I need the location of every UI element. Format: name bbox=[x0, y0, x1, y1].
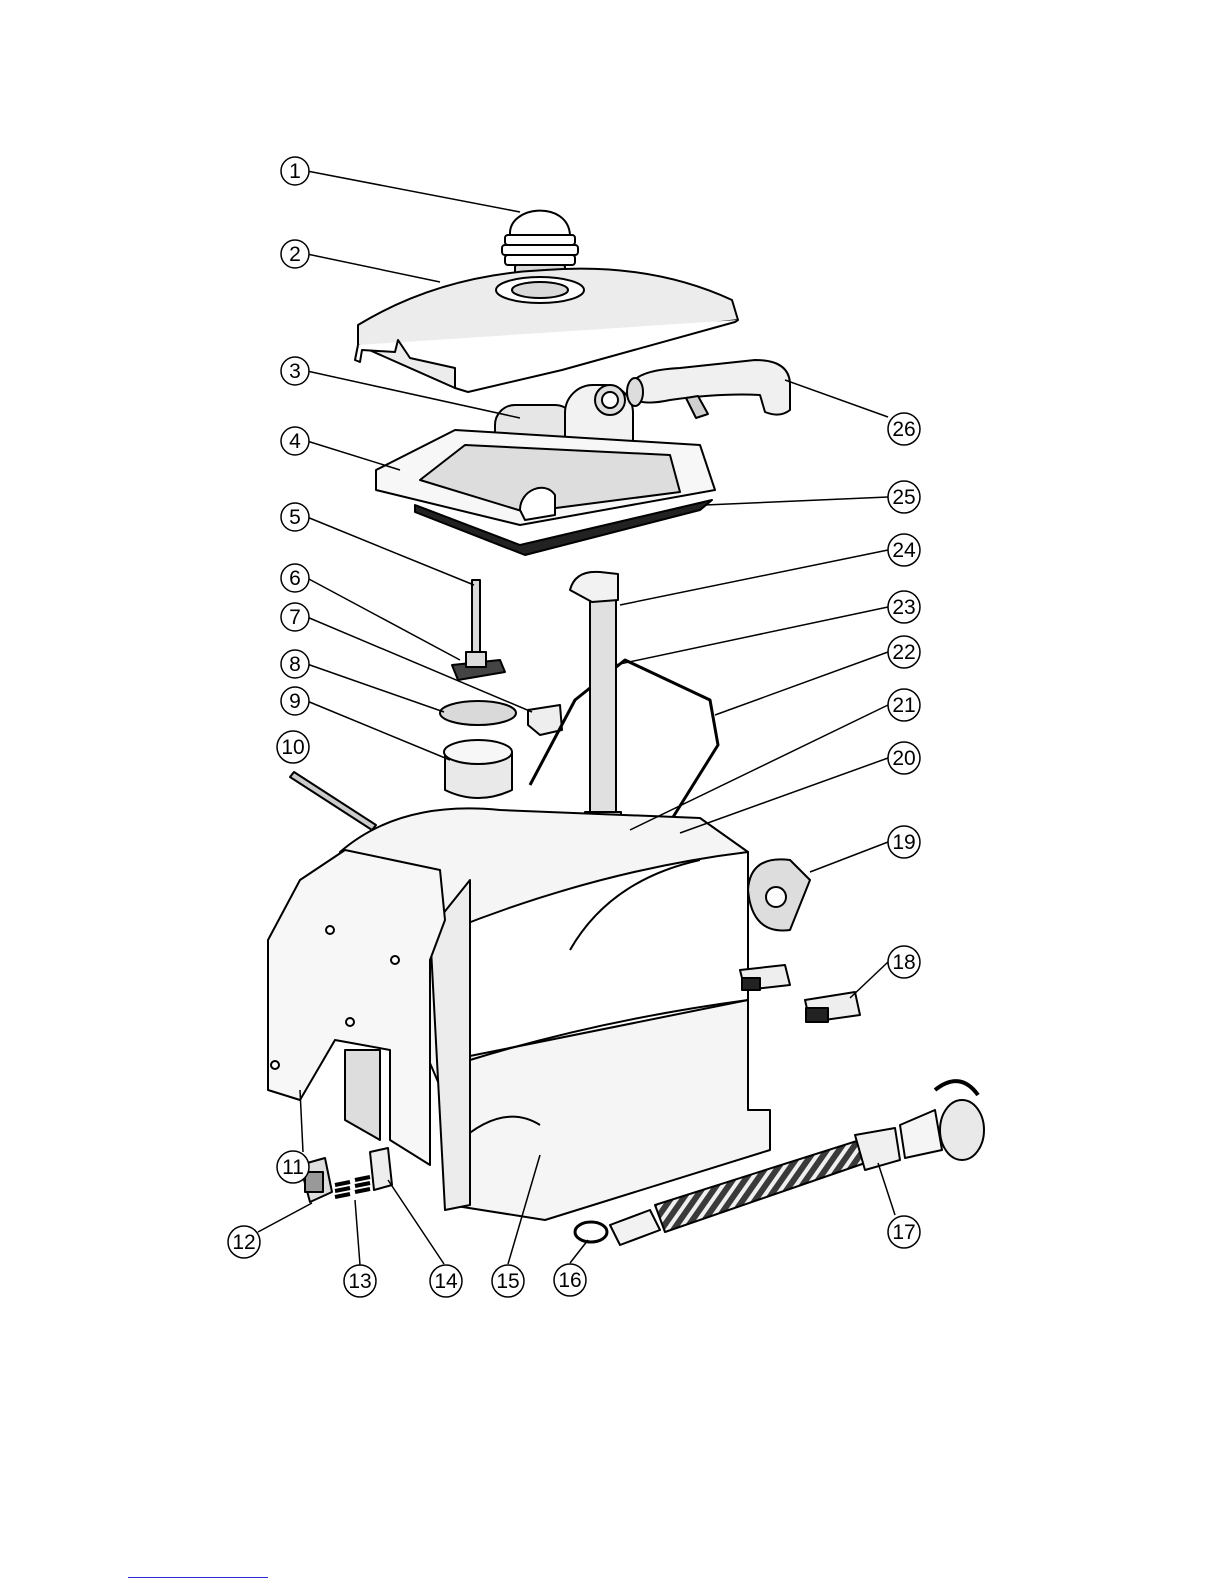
svg-text:9: 9 bbox=[289, 690, 301, 713]
svg-text:7: 7 bbox=[289, 606, 301, 629]
part-filter bbox=[444, 740, 512, 798]
callout-17: 17 bbox=[888, 1216, 920, 1248]
callout-10: 10 bbox=[277, 731, 309, 763]
part-disc bbox=[440, 701, 516, 725]
svg-text:8: 8 bbox=[289, 653, 301, 676]
svg-text:26: 26 bbox=[892, 418, 915, 441]
svg-text:14: 14 bbox=[434, 1270, 458, 1293]
callout-3: 3 bbox=[281, 357, 309, 385]
svg-text:6: 6 bbox=[289, 567, 301, 590]
callout-2: 2 bbox=[281, 240, 309, 268]
part-bracket bbox=[528, 705, 562, 735]
callout-19: 19 bbox=[888, 826, 920, 858]
part-rear-frame bbox=[268, 850, 445, 1165]
svg-text:25: 25 bbox=[892, 486, 915, 509]
callout-1: 1 bbox=[281, 157, 309, 185]
svg-text:11: 11 bbox=[282, 1156, 304, 1179]
footer-link-underline bbox=[128, 1577, 268, 1578]
callout-13: 13 bbox=[344, 1265, 376, 1297]
callout-18: 18 bbox=[888, 946, 920, 978]
part-round-cover bbox=[748, 859, 810, 930]
svg-text:22: 22 bbox=[892, 641, 915, 664]
callout-14: 14 bbox=[430, 1265, 462, 1297]
part-latch-plate bbox=[370, 1148, 392, 1190]
callout-4: 4 bbox=[281, 427, 309, 455]
svg-text:17: 17 bbox=[892, 1221, 915, 1244]
svg-text:2: 2 bbox=[289, 243, 301, 266]
part-hose-clamp bbox=[575, 1222, 607, 1242]
svg-text:12: 12 bbox=[232, 1231, 255, 1254]
svg-text:4: 4 bbox=[289, 430, 301, 453]
part-intake-hose bbox=[627, 360, 790, 418]
callout-5: 5 bbox=[281, 503, 309, 531]
svg-text:3: 3 bbox=[289, 360, 301, 383]
part-rod bbox=[290, 772, 376, 830]
svg-text:19: 19 bbox=[892, 831, 915, 854]
callout-21: 21 bbox=[888, 689, 920, 721]
callout-16: 16 bbox=[554, 1264, 586, 1296]
svg-text:20: 20 bbox=[892, 747, 915, 770]
svg-text:24: 24 bbox=[892, 539, 916, 562]
callout-23: 23 bbox=[888, 591, 920, 623]
svg-text:21: 21 bbox=[892, 694, 915, 717]
part-standpipe bbox=[570, 572, 621, 842]
svg-text:23: 23 bbox=[892, 596, 915, 619]
part-float-shaft bbox=[452, 580, 505, 680]
svg-text:16: 16 bbox=[558, 1269, 581, 1292]
callout-15: 15 bbox=[492, 1265, 524, 1297]
callout-8: 8 bbox=[281, 650, 309, 678]
callout-11: 11 bbox=[277, 1151, 309, 1183]
callout-9: 9 bbox=[281, 687, 309, 715]
svg-text:18: 18 bbox=[892, 951, 915, 974]
svg-text:15: 15 bbox=[496, 1270, 519, 1293]
callout-22: 22 bbox=[888, 636, 920, 668]
part-clip-a bbox=[740, 965, 790, 990]
callout-6: 6 bbox=[281, 564, 309, 592]
callout-12: 12 bbox=[228, 1226, 260, 1258]
part-wire-handle bbox=[530, 660, 718, 830]
callout-20: 20 bbox=[888, 742, 920, 774]
callout-7: 7 bbox=[281, 603, 309, 631]
callout-24: 24 bbox=[888, 534, 920, 566]
svg-text:13: 13 bbox=[348, 1270, 371, 1293]
callout-25: 25 bbox=[888, 481, 920, 513]
svg-text:5: 5 bbox=[289, 506, 301, 529]
part-dome-cap bbox=[502, 211, 578, 277]
svg-text:10: 10 bbox=[281, 736, 304, 759]
svg-text:1: 1 bbox=[289, 160, 301, 183]
part-spring bbox=[335, 1177, 370, 1197]
callout-26: 26 bbox=[888, 413, 920, 445]
